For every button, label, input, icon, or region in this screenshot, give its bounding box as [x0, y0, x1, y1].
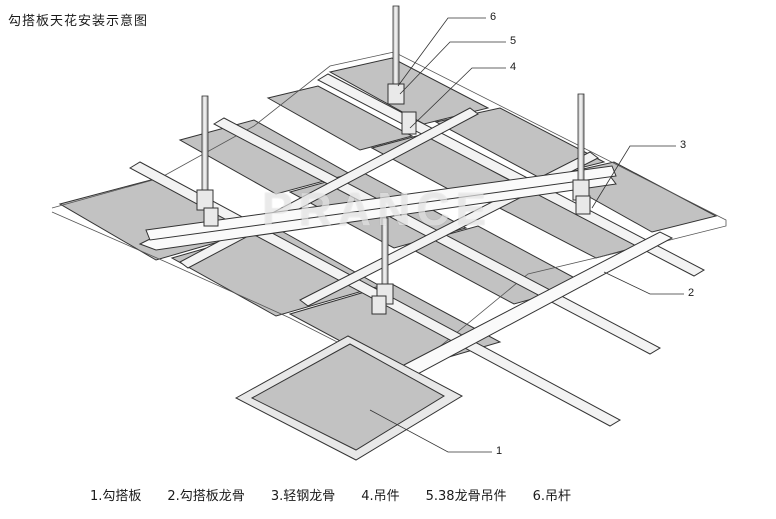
hanger — [196, 189, 214, 211]
watermark: PRANCE — [262, 183, 493, 235]
callout-3: 3 — [680, 139, 687, 151]
legend-item: 1.勾搭板 — [90, 489, 142, 504]
rod — [201, 95, 209, 197]
legend-item: 2.勾搭板龙骨 — [167, 489, 245, 504]
hanger — [387, 83, 405, 105]
hangers — [196, 83, 591, 315]
rod — [392, 5, 400, 89]
hanger — [203, 207, 219, 227]
hanger — [575, 195, 591, 215]
panel-rims — [51, 51, 727, 377]
leader-lines — [369, 17, 684, 453]
legend-item: 6.吊杆 — [532, 489, 571, 504]
callout-2: 2 — [688, 287, 695, 299]
main-joist — [138, 165, 674, 385]
hanger — [371, 295, 387, 315]
legend: 1.勾搭板 2.勾搭板龙骨 3.轻钢龙骨 4.吊件 5.38龙骨吊件 6.吊杆 — [90, 485, 597, 504]
panel — [266, 85, 414, 151]
rod — [577, 93, 585, 187]
callout-4: 4 — [510, 61, 517, 73]
callout-1: 1 — [496, 445, 503, 457]
legend-item: 3.轻钢龙骨 — [270, 489, 336, 504]
panel — [434, 107, 606, 179]
panel — [328, 57, 490, 125]
callout-6: 6 — [490, 11, 497, 23]
diagram-title: 勾搭板天花安装示意图 — [8, 14, 149, 29]
legend-item: 5.38龙骨吊件 — [425, 489, 507, 504]
callout-5: 5 — [510, 35, 517, 47]
hanger — [401, 111, 417, 135]
legend-item: 4.吊件 — [361, 489, 400, 504]
